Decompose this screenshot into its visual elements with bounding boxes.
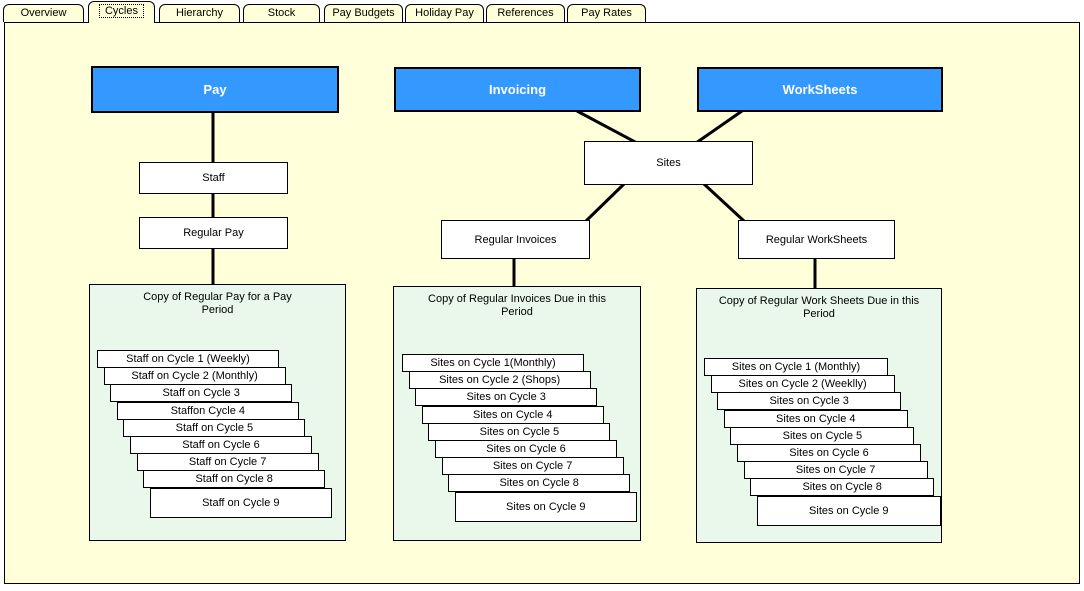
- cascade-item: Staffon Cycle 4: [116, 401, 299, 420]
- tab-cycles[interactable]: Cycles: [88, 1, 155, 23]
- cascade-item: Sites on Cycle 9: [756, 495, 941, 526]
- cascade-item: Sites on Cycle 4: [421, 405, 604, 424]
- tab-hierarchy[interactable]: Hierarchy: [159, 4, 240, 22]
- cascade-item: Staff on Cycle 9: [149, 487, 332, 518]
- cascade-item: Sites on Cycle 1(Monthly): [402, 354, 584, 372]
- container-title-worksheets: Copy of Regular Work Sheets Due in this …: [718, 295, 920, 320]
- cascade-item: Sites on Cycle 5: [730, 426, 915, 445]
- node-sites: Sites: [584, 141, 753, 185]
- cascade-item: Sites on Cycle 3: [415, 388, 598, 407]
- tab-panel-cycles: Pay Invoicing WorkSheets Staff Regular P…: [4, 22, 1080, 584]
- cascade-item: Sites on Cycle 3: [717, 392, 902, 411]
- cascade-item: Sites on Cycle 6: [435, 440, 617, 458]
- node-regular-pay: Regular Pay: [139, 217, 288, 249]
- tab-label: References: [497, 7, 554, 19]
- cascade-item: Staff on Cycle 3: [110, 384, 293, 403]
- cascade-item: Sites on Cycle 6: [737, 444, 921, 462]
- cascade-item: Staff on Cycle 7: [136, 453, 319, 472]
- cascade-item: Sites on Cycle 2 (Weeklly): [710, 375, 895, 394]
- cascade-item: Sites on Cycle 7: [743, 461, 928, 480]
- tab-references[interactable]: References: [486, 4, 565, 22]
- container-title-invoices: Copy of Regular Invoices Due in this Per…: [428, 293, 606, 318]
- header-pay: Pay: [91, 66, 339, 113]
- cascade-item: Staff on Cycle 2 (Monthly): [103, 367, 286, 386]
- node-regular-invoices: Regular Invoices: [441, 220, 590, 259]
- cascade-item: Sites on Cycle 9: [454, 491, 637, 522]
- tab-label: Pay Rates: [581, 7, 632, 19]
- header-invoicing: Invoicing: [394, 67, 641, 112]
- container-pay-cycles: Copy of Regular Pay for a Pay Period Sta…: [89, 284, 346, 541]
- tab-pay-budgets[interactable]: Pay Budgets: [324, 4, 403, 22]
- cascade-item: Sites on Cycle 1 (Monthly): [704, 358, 888, 376]
- cascade-item: Sites on Cycle 4: [723, 409, 908, 428]
- cascade-item: Sites on Cycle 8: [750, 478, 935, 497]
- header-worksheets: WorkSheets: [697, 67, 943, 112]
- cascade-item: Sites on Cycle 2 (Shops): [408, 371, 591, 390]
- container-worksheet-cycles: Copy of Regular Work Sheets Due in this …: [696, 288, 942, 543]
- cascade-item: Sites on Cycle 7: [441, 457, 624, 476]
- tab-overview[interactable]: Overview: [3, 4, 84, 22]
- tab-label: Overview: [20, 7, 67, 19]
- cascade-item: Staff on Cycle 6: [130, 436, 312, 454]
- node-regular-worksheets: Regular WorkSheets: [738, 220, 895, 259]
- tab-label: Holiday Pay: [415, 7, 474, 19]
- tab-pay-rates[interactable]: Pay Rates: [567, 4, 646, 22]
- tab-label: Pay Budgets: [332, 7, 395, 19]
- tab-label: Hierarchy: [175, 7, 224, 19]
- tab-label: Stock: [267, 7, 296, 19]
- node-staff: Staff: [139, 162, 288, 194]
- tab-holiday-pay[interactable]: Holiday Pay: [405, 4, 484, 22]
- tab-stock[interactable]: Stock: [243, 4, 320, 22]
- container-invoice-cycles: Copy of Regular Invoices Due in this Per…: [393, 286, 641, 541]
- cascade-item: Sites on Cycle 5: [428, 422, 611, 441]
- container-title-pay: Copy of Regular Pay for a Pay Period: [143, 291, 292, 316]
- tab-label: Cycles: [98, 4, 144, 18]
- cascade-item: Staff on Cycle 8: [143, 470, 326, 489]
- cascade-item: Staff on Cycle 5: [123, 418, 306, 437]
- cascade-item: Sites on Cycle 8: [448, 474, 631, 493]
- cascade-item: Staff on Cycle 1 (Weekly): [97, 350, 279, 368]
